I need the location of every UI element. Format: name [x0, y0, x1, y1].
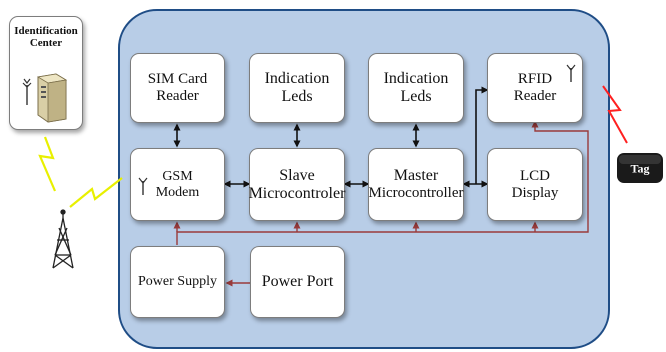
power-port-label: Power Port: [261, 273, 334, 291]
lcd-display-label-line2: Display: [511, 184, 559, 201]
server-icon: [22, 73, 68, 123]
center-to-tower-signal: [38, 136, 57, 192]
master-microcontroller-block: Master Microcontroller: [368, 148, 464, 221]
lcd-display-label-line1: LCD: [520, 167, 550, 184]
gsm-modem-block: GSM Modem: [130, 148, 225, 221]
power-port-block: Power Port: [250, 246, 345, 318]
tag-rf-signal: [602, 85, 628, 144]
rfid-reader-label-line2: Reader: [513, 88, 557, 104]
identification-center-block: Identification Center: [9, 16, 83, 130]
identification-center-label-line2: Center: [29, 37, 63, 50]
antenna-icon: [138, 177, 148, 195]
power-supply-label: Power Supply: [138, 274, 217, 290]
indication-leds-2-label: Indication Leds: [383, 70, 449, 105]
data-links: [173, 86, 489, 188]
rfid-reader-label-line1: RFID: [517, 71, 553, 88]
power-bus: [173, 120, 589, 287]
lcd-display-block: LCD Display: [487, 148, 583, 221]
master-to-rfid-link: [475, 86, 489, 184]
power-supply-block: Power Supply: [130, 246, 225, 318]
identification-center-label-line1: Identification: [14, 25, 78, 37]
master-microcontroller-label-line2: Microcontroller: [368, 185, 464, 202]
indication-leds-2-block: Indication Leds: [368, 53, 464, 123]
slave-microcontroller-label-line1: Slave: [279, 166, 315, 184]
slave-microcontroller-label-line2: Microcontroler: [248, 184, 346, 202]
master-microcontroller-label-line1: Master: [393, 167, 439, 185]
sim-card-reader-block: SIM Card Reader: [130, 53, 225, 123]
sim-card-reader-label-line1: SIM Card: [147, 71, 208, 88]
tower-to-gsm-signal: [69, 177, 123, 208]
indication-leds-1-block: Indication Leds: [249, 53, 345, 123]
sim-card-reader-label-line2: Reader: [156, 88, 199, 104]
wireless-signals: [38, 136, 123, 208]
rfid-reader-block: RFID Reader: [487, 53, 583, 123]
antenna-icon: [566, 64, 576, 82]
indication-leds-1-label: Indication Leds: [264, 70, 330, 105]
cell-tower-icon: [52, 209, 74, 269]
tag-badge: Tag: [617, 153, 663, 183]
gsm-modem-label-line1: GSM: [162, 168, 193, 184]
gsm-modem-label-line2: Modem: [155, 184, 200, 200]
tag-label: Tag: [631, 162, 650, 176]
slave-microcontroller-block: Slave Microcontroler: [249, 148, 345, 221]
